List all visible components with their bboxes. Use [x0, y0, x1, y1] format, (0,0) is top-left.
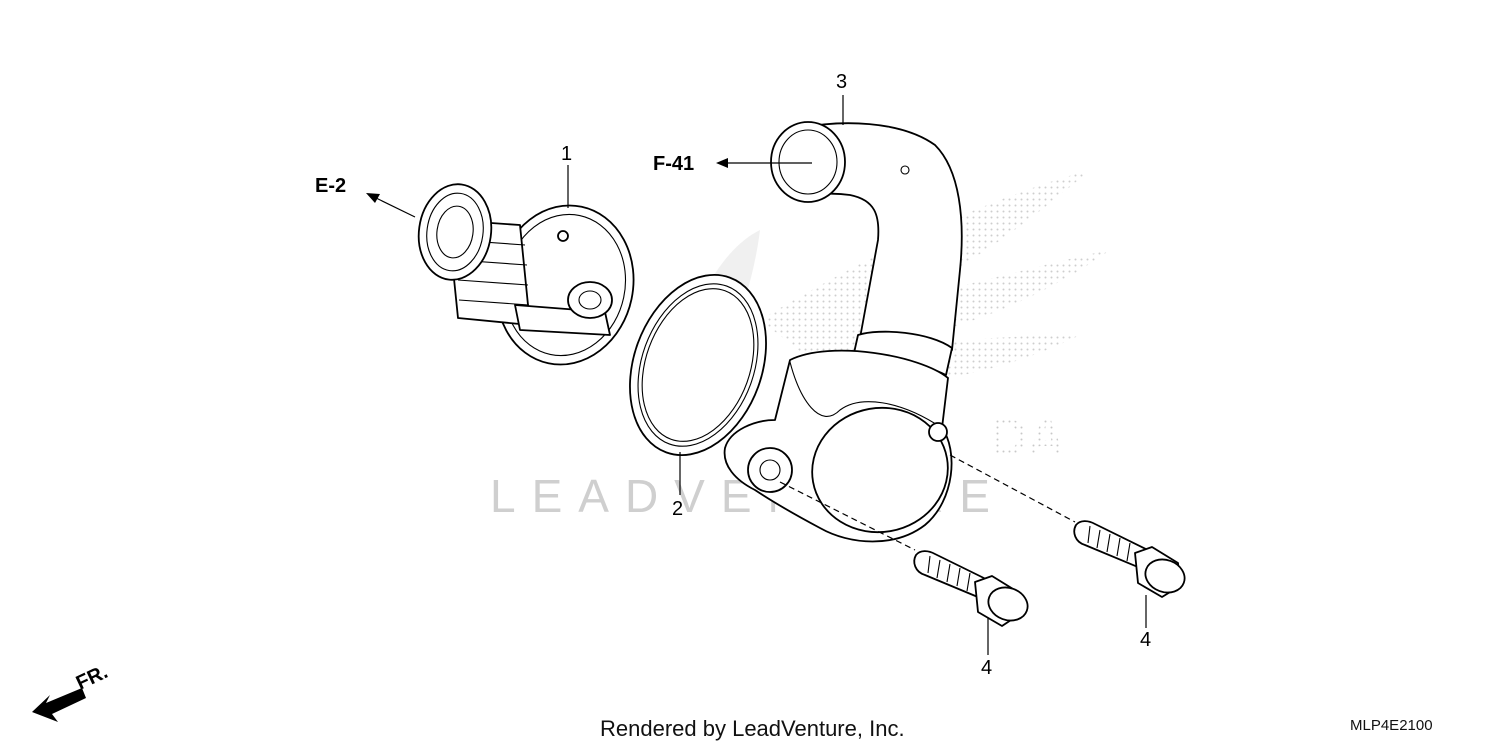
o-ring-part	[629, 274, 767, 456]
callout-4-lower: 4	[981, 657, 992, 679]
ref-label-e2: E-2	[315, 175, 346, 197]
flange-bolt-part-lower	[913, 550, 1029, 627]
callout-1: 1	[561, 143, 572, 165]
thermostat-part	[417, 183, 635, 366]
callout-2: 2	[672, 498, 683, 520]
diagram-code: MLP4E2100	[1350, 717, 1433, 734]
front-direction-arrow: FR.	[32, 661, 111, 722]
callout-4-upper: 4	[1140, 629, 1151, 651]
ref-label-f41: F-41	[653, 153, 694, 175]
thermostat-cover-part	[723, 121, 963, 543]
svg-text:DA: DA	[990, 409, 1065, 467]
callout-3: 3	[836, 71, 847, 93]
footer-credit: Rendered by LeadVenture, Inc.	[600, 716, 905, 741]
flange-bolt-part-upper	[1073, 520, 1186, 598]
leader-lines	[366, 95, 1147, 655]
